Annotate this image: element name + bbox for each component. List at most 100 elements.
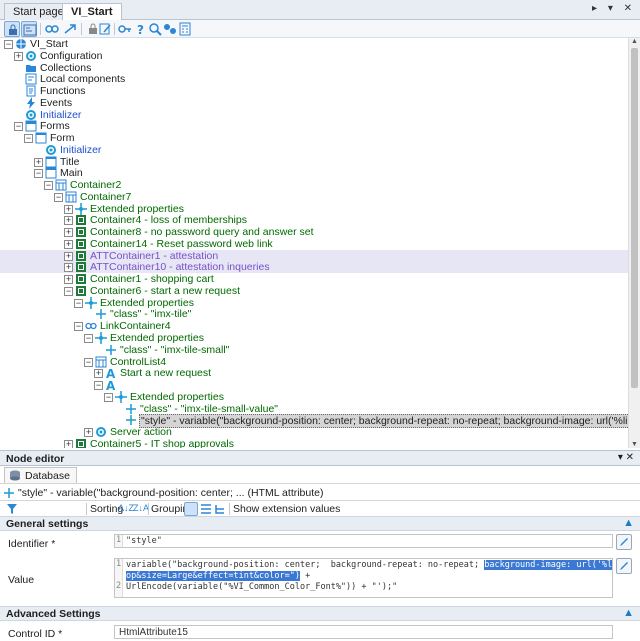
group-tree-icon[interactable] xyxy=(214,503,226,518)
tree-node-label: Container8 - no password query and answe… xyxy=(90,226,314,239)
collapse-chevron-icon[interactable]: ▲ xyxy=(623,517,634,529)
lock-view-icon[interactable] xyxy=(4,21,20,37)
tree-node[interactable]: +Configuration xyxy=(0,50,628,62)
link-add-icon[interactable] xyxy=(44,21,60,37)
container-icon xyxy=(75,214,87,226)
tree-node[interactable]: +Title xyxy=(0,156,628,168)
group-category-icon[interactable] xyxy=(184,502,198,516)
tree-node[interactable]: −A xyxy=(0,379,628,393)
expand-icon[interactable]: + xyxy=(84,427,93,438)
references-icon[interactable] xyxy=(162,21,178,37)
tree-node[interactable]: −Container2 xyxy=(0,179,628,191)
lock-icon[interactable] xyxy=(85,21,101,37)
show-extension-values-button[interactable]: Show extension values xyxy=(233,503,341,515)
tree-node[interactable]: −Main xyxy=(0,167,628,179)
collapse-icon[interactable]: − xyxy=(74,297,83,308)
tree-view-icon[interactable] xyxy=(21,21,37,37)
tree-node[interactable]: +ATTContainer10 - attestation inqueries xyxy=(0,261,628,273)
control-id-field[interactable]: HtmlAttribute15 xyxy=(114,625,613,639)
tree-node[interactable]: −Extended properties xyxy=(0,296,628,309)
tree-node[interactable]: + Container8 - no password query and answ… xyxy=(0,226,628,238)
expand-icon[interactable]: + xyxy=(64,438,73,448)
tree-node[interactable]: Events xyxy=(0,96,628,109)
sort-za-icon[interactable]: Z↓A xyxy=(133,503,150,513)
collapse-icon[interactable]: − xyxy=(24,133,33,144)
tree-node[interactable]: −Container6 - start a new request xyxy=(0,285,628,297)
expand-icon[interactable]: + xyxy=(64,203,73,214)
tree-node[interactable]: Local components xyxy=(0,73,628,85)
expand-icon[interactable]: + xyxy=(64,238,73,249)
collapse-icon[interactable]: − xyxy=(14,121,23,132)
tree-vertical-scrollbar[interactable]: ▲ ▼ xyxy=(628,38,640,448)
expand-icon[interactable]: + xyxy=(34,156,43,167)
tree-node[interactable]: −LinkContainer4 xyxy=(0,320,628,332)
tree-node[interactable]: +Container4 - loss of memberships xyxy=(0,214,628,226)
edit-icon[interactable] xyxy=(97,21,113,37)
tree-node[interactable]: Collections xyxy=(0,62,628,74)
collapse-icon[interactable]: − xyxy=(74,321,83,332)
sort-az-icon[interactable]: A↓Z xyxy=(118,503,135,513)
panel-controls[interactable]: ▾ ✕ xyxy=(617,452,634,463)
tree-node[interactable]: +ATTContainer1 - attestation xyxy=(0,249,628,262)
tree-node[interactable]: −ControlList4 xyxy=(0,356,628,368)
collapse-icon[interactable]: − xyxy=(104,391,113,402)
tree-node[interactable]: −Container7 xyxy=(0,191,628,203)
collapse-icon[interactable]: − xyxy=(94,380,103,391)
tree-node[interactable]: + Container1 - shopping cart xyxy=(0,273,628,285)
calculator-icon[interactable] xyxy=(177,21,193,37)
value-edit-button[interactable] xyxy=(616,558,632,574)
tab-controls[interactable]: ▸ ▾ ✕ xyxy=(592,3,636,14)
expand-icon[interactable]: + xyxy=(64,262,73,273)
tree-node[interactable]: −Forms xyxy=(0,120,628,132)
identifier-edit-button[interactable] xyxy=(616,534,632,550)
help-icon[interactable]: ? xyxy=(133,21,149,37)
tree-node[interactable]: "class" - "imx-tile-small-value" xyxy=(0,403,628,415)
tree-node[interactable]: −Form xyxy=(0,132,628,144)
group-list-icon[interactable] xyxy=(200,503,212,518)
collapse-icon[interactable]: − xyxy=(44,180,53,191)
tree-node[interactable]: Functions xyxy=(0,85,628,97)
expand-icon[interactable]: + xyxy=(64,250,73,261)
expand-icon[interactable]: + xyxy=(94,368,103,379)
tree-node[interactable]: +Container14 - Reset password web link xyxy=(0,238,628,250)
text-a-icon: A xyxy=(105,379,117,393)
tree-node[interactable]: −Extended properties xyxy=(0,390,628,403)
expand-icon[interactable]: + xyxy=(64,227,73,238)
tree-node[interactable]: "style" - variable("background-position:… xyxy=(0,414,628,429)
advanced-settings-header[interactable]: Advanced Settings ▲ xyxy=(0,606,640,621)
expand-icon[interactable]: + xyxy=(64,274,73,285)
tab-vi-start[interactable]: VI_Start xyxy=(62,3,122,21)
tree-node[interactable]: Initializer xyxy=(0,144,628,156)
tree-node[interactable]: −Extended properties xyxy=(0,332,628,344)
collapse-icon[interactable]: − xyxy=(4,39,13,49)
filter-icon[interactable] xyxy=(6,503,18,518)
tree-node[interactable]: +Server action xyxy=(0,426,628,438)
tree-node[interactable]: +Extended properties xyxy=(0,202,628,215)
tree-node[interactable]: +Container5 - IT shop approvals xyxy=(0,438,628,448)
identifier-field[interactable]: 1 "style" xyxy=(114,534,613,548)
expand-icon[interactable]: + xyxy=(14,50,23,61)
tree-node[interactable]: "class" - "imx-tile" xyxy=(0,308,628,320)
collapse-icon[interactable]: − xyxy=(84,333,93,343)
collapse-icon[interactable]: − xyxy=(64,285,73,296)
move-icon[interactable] xyxy=(62,21,78,37)
tree-node-label: Container1 - shopping cart xyxy=(90,273,214,286)
key-icon[interactable] xyxy=(117,21,133,37)
collapse-icon[interactable]: − xyxy=(34,168,43,179)
collapse-icon[interactable]: − xyxy=(84,356,93,367)
expand-icon[interactable]: + xyxy=(64,215,73,226)
tree-node[interactable]: −VI_Start xyxy=(0,38,628,50)
collapse-icon[interactable]: − xyxy=(54,191,63,202)
database-tab[interactable]: Database xyxy=(4,467,77,483)
collapse-chevron-icon[interactable]: ▲ xyxy=(623,607,634,619)
general-settings-header[interactable]: General settings ▲ xyxy=(0,516,640,531)
tree-node[interactable]: Initializer xyxy=(0,109,628,121)
container-icon xyxy=(75,273,87,285)
search-icon[interactable] xyxy=(147,21,163,37)
tab-start-page[interactable]: Start page xyxy=(4,3,73,20)
tree-node-label: Collections xyxy=(40,61,92,74)
tree-node[interactable]: "class" - "imx-tile-small" xyxy=(0,344,628,356)
